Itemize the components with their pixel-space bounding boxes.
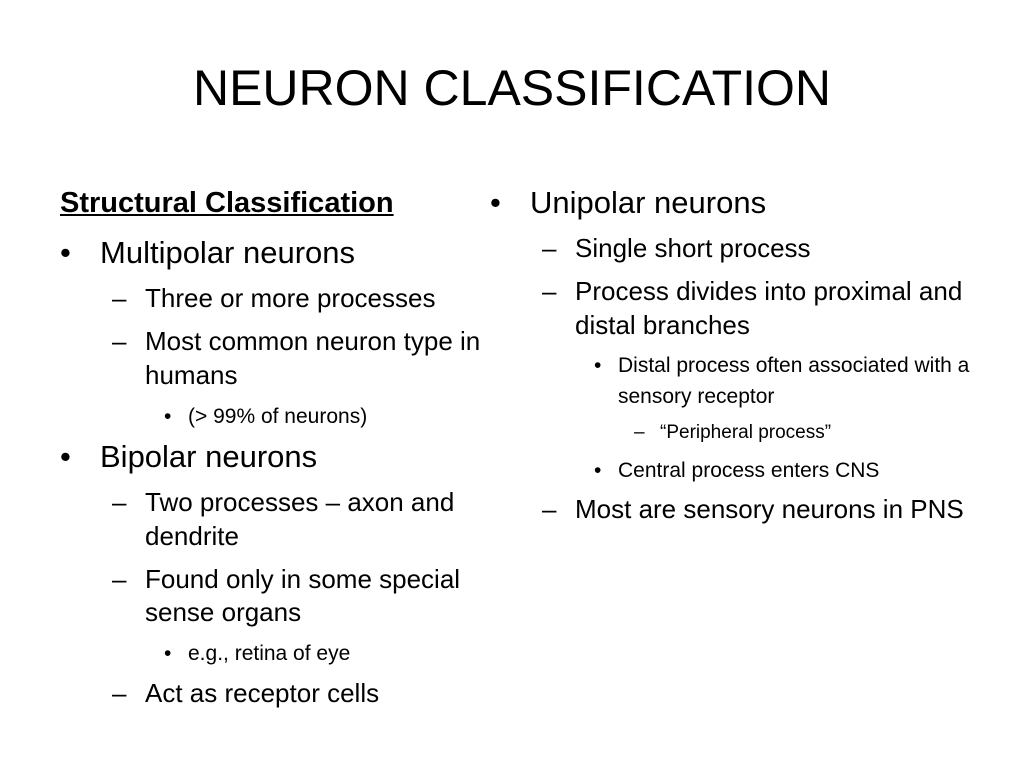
bullet-text: Bipolar neurons <box>100 439 318 475</box>
left-bullet-list: •Multipolar neurons–Three or more proces… <box>60 235 500 710</box>
dash-marker-icon: – <box>112 677 127 708</box>
bullet-item-level-3: • Distal process often associated with a … <box>490 351 1005 412</box>
bullet-text: Process divides into proximal and distal… <box>575 275 963 340</box>
bullet-item-level-2: –Two processes – axon and dendrite <box>60 486 500 554</box>
dash-marker-icon: – <box>112 563 127 594</box>
bullet-text: Three or more processes <box>145 283 436 314</box>
left-column: Structural Classification • Multipolar ne… <box>60 185 500 719</box>
dash-marker-icon: – <box>634 422 645 444</box>
right-column: •Unipolar neurons–Single short process–P… <box>490 185 1005 536</box>
bullet-item-level-1: • Unipolar neurons <box>490 185 1005 221</box>
dash-marker-icon: – <box>542 232 557 263</box>
bullet-text: Distal process often associated with a s… <box>618 354 970 408</box>
bullet-dot-icon: • <box>60 439 71 475</box>
bullet-text: “Peripheral process” <box>660 422 832 444</box>
bullet-item-level-3: • (> 99% of neurons) <box>60 402 500 432</box>
dash-marker-icon: – <box>112 486 127 517</box>
bullet-text: Two processes – axon and dendrite <box>145 486 455 551</box>
bullet-text: Most are sensory neurons in PNS <box>575 494 964 525</box>
bullet-item-level-3: • e.g., retina of eye <box>60 639 500 669</box>
right-bullet-list: •Unipolar neurons–Single short process–P… <box>490 185 1005 527</box>
bullet-dot-icon: • <box>594 354 602 378</box>
bullet-text: Found only in some special sense organs <box>145 563 461 628</box>
bullet-item-level-2: –Most common neuron type in humans <box>60 325 500 393</box>
bullet-text: Multipolar neurons <box>100 235 356 271</box>
dash-marker-icon: – <box>542 275 557 306</box>
bullet-dot-icon: • <box>164 642 172 666</box>
dash-marker-icon: – <box>542 494 557 525</box>
bullet-text: Act as receptor cells <box>145 677 380 708</box>
bullet-item-level-1: • Multipolar neurons <box>60 235 500 271</box>
bullet-text: Most common neuron type in humans <box>145 326 481 390</box>
bullet-text: (> 99% of neurons) <box>188 404 368 428</box>
bullet-dot-icon: • <box>164 404 172 428</box>
slide-title: NEURON CLASSIFICATION <box>192 60 832 116</box>
dash-marker-icon: – <box>112 283 127 314</box>
bullet-item-level-2: –Most are sensory neurons in PNS <box>490 493 1005 527</box>
bullet-text: Central process enters CNS <box>618 458 880 482</box>
bullet-item-level-4: –“Peripheral process” <box>490 419 1005 447</box>
dash-marker-icon: – <box>112 326 127 356</box>
bullet-dot-icon: • <box>594 458 602 482</box>
bullet-text: e.g., retina of eye <box>188 642 351 666</box>
bullet-text: Single short process <box>575 232 811 263</box>
bullet-item-level-2: –Single short process <box>490 232 1005 266</box>
bullet-item-level-1: • Bipolar neurons <box>60 439 500 475</box>
bullet-item-level-2: –Process divides into proximal and dista… <box>490 275 1005 343</box>
bullet-item-level-2: –Three or more processes <box>60 282 500 316</box>
bullet-dot-icon: • <box>490 185 501 220</box>
bullet-item-level-3: • Central process enters CNS <box>490 456 1005 486</box>
bullet-dot-icon: • <box>60 235 71 271</box>
bullet-item-level-2: –Act as receptor cells <box>60 677 500 711</box>
section-heading: Structural Classification <box>60 187 394 219</box>
bullet-item-level-2: –Found only in some special sense organs <box>60 563 500 631</box>
bullet-text: Unipolar neurons <box>530 185 767 220</box>
